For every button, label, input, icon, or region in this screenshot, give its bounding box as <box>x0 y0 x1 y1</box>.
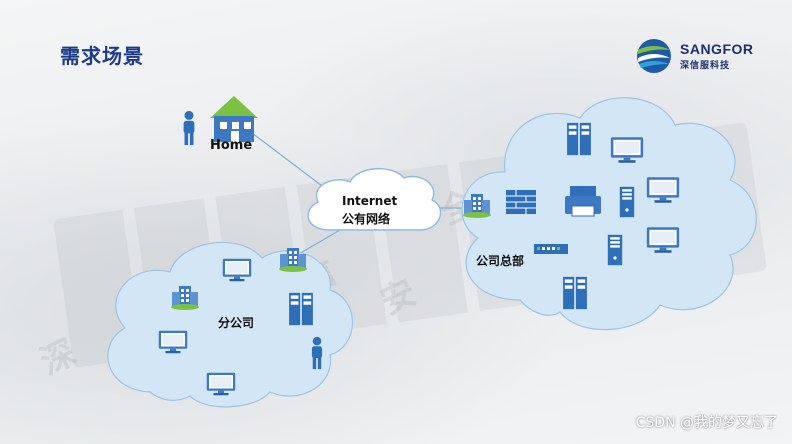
sangfor-logo-icon <box>637 39 671 73</box>
hq-tower-pc-icon <box>619 186 635 218</box>
hq-firewall-icon <box>506 190 536 214</box>
home-user-icon <box>183 110 195 146</box>
logo-subtitle: 深信服科技 <box>680 61 731 71</box>
headquarters-cloud <box>461 97 757 331</box>
public-network-label: 公有网络 <box>342 212 391 226</box>
hq-switch-icon <box>534 244 568 254</box>
link-home-internet <box>247 129 331 193</box>
internet-label: Internet <box>342 194 398 208</box>
home-house-icon <box>210 96 258 142</box>
hq-tower-pc-icon <box>607 234 623 266</box>
page-title: 需求场景 <box>60 44 144 68</box>
branch-label: 分公司 <box>218 316 255 330</box>
home-label: Home <box>210 138 253 153</box>
headquarters-label: 公司总部 <box>476 254 525 268</box>
internet-cloud <box>307 167 442 231</box>
hq-printer-icon <box>565 186 601 217</box>
credit-watermark: CSDN @我的梦又忘了 <box>635 415 778 431</box>
logo-brand: SANGFOR <box>680 41 754 57</box>
branch-cloud <box>107 241 353 408</box>
